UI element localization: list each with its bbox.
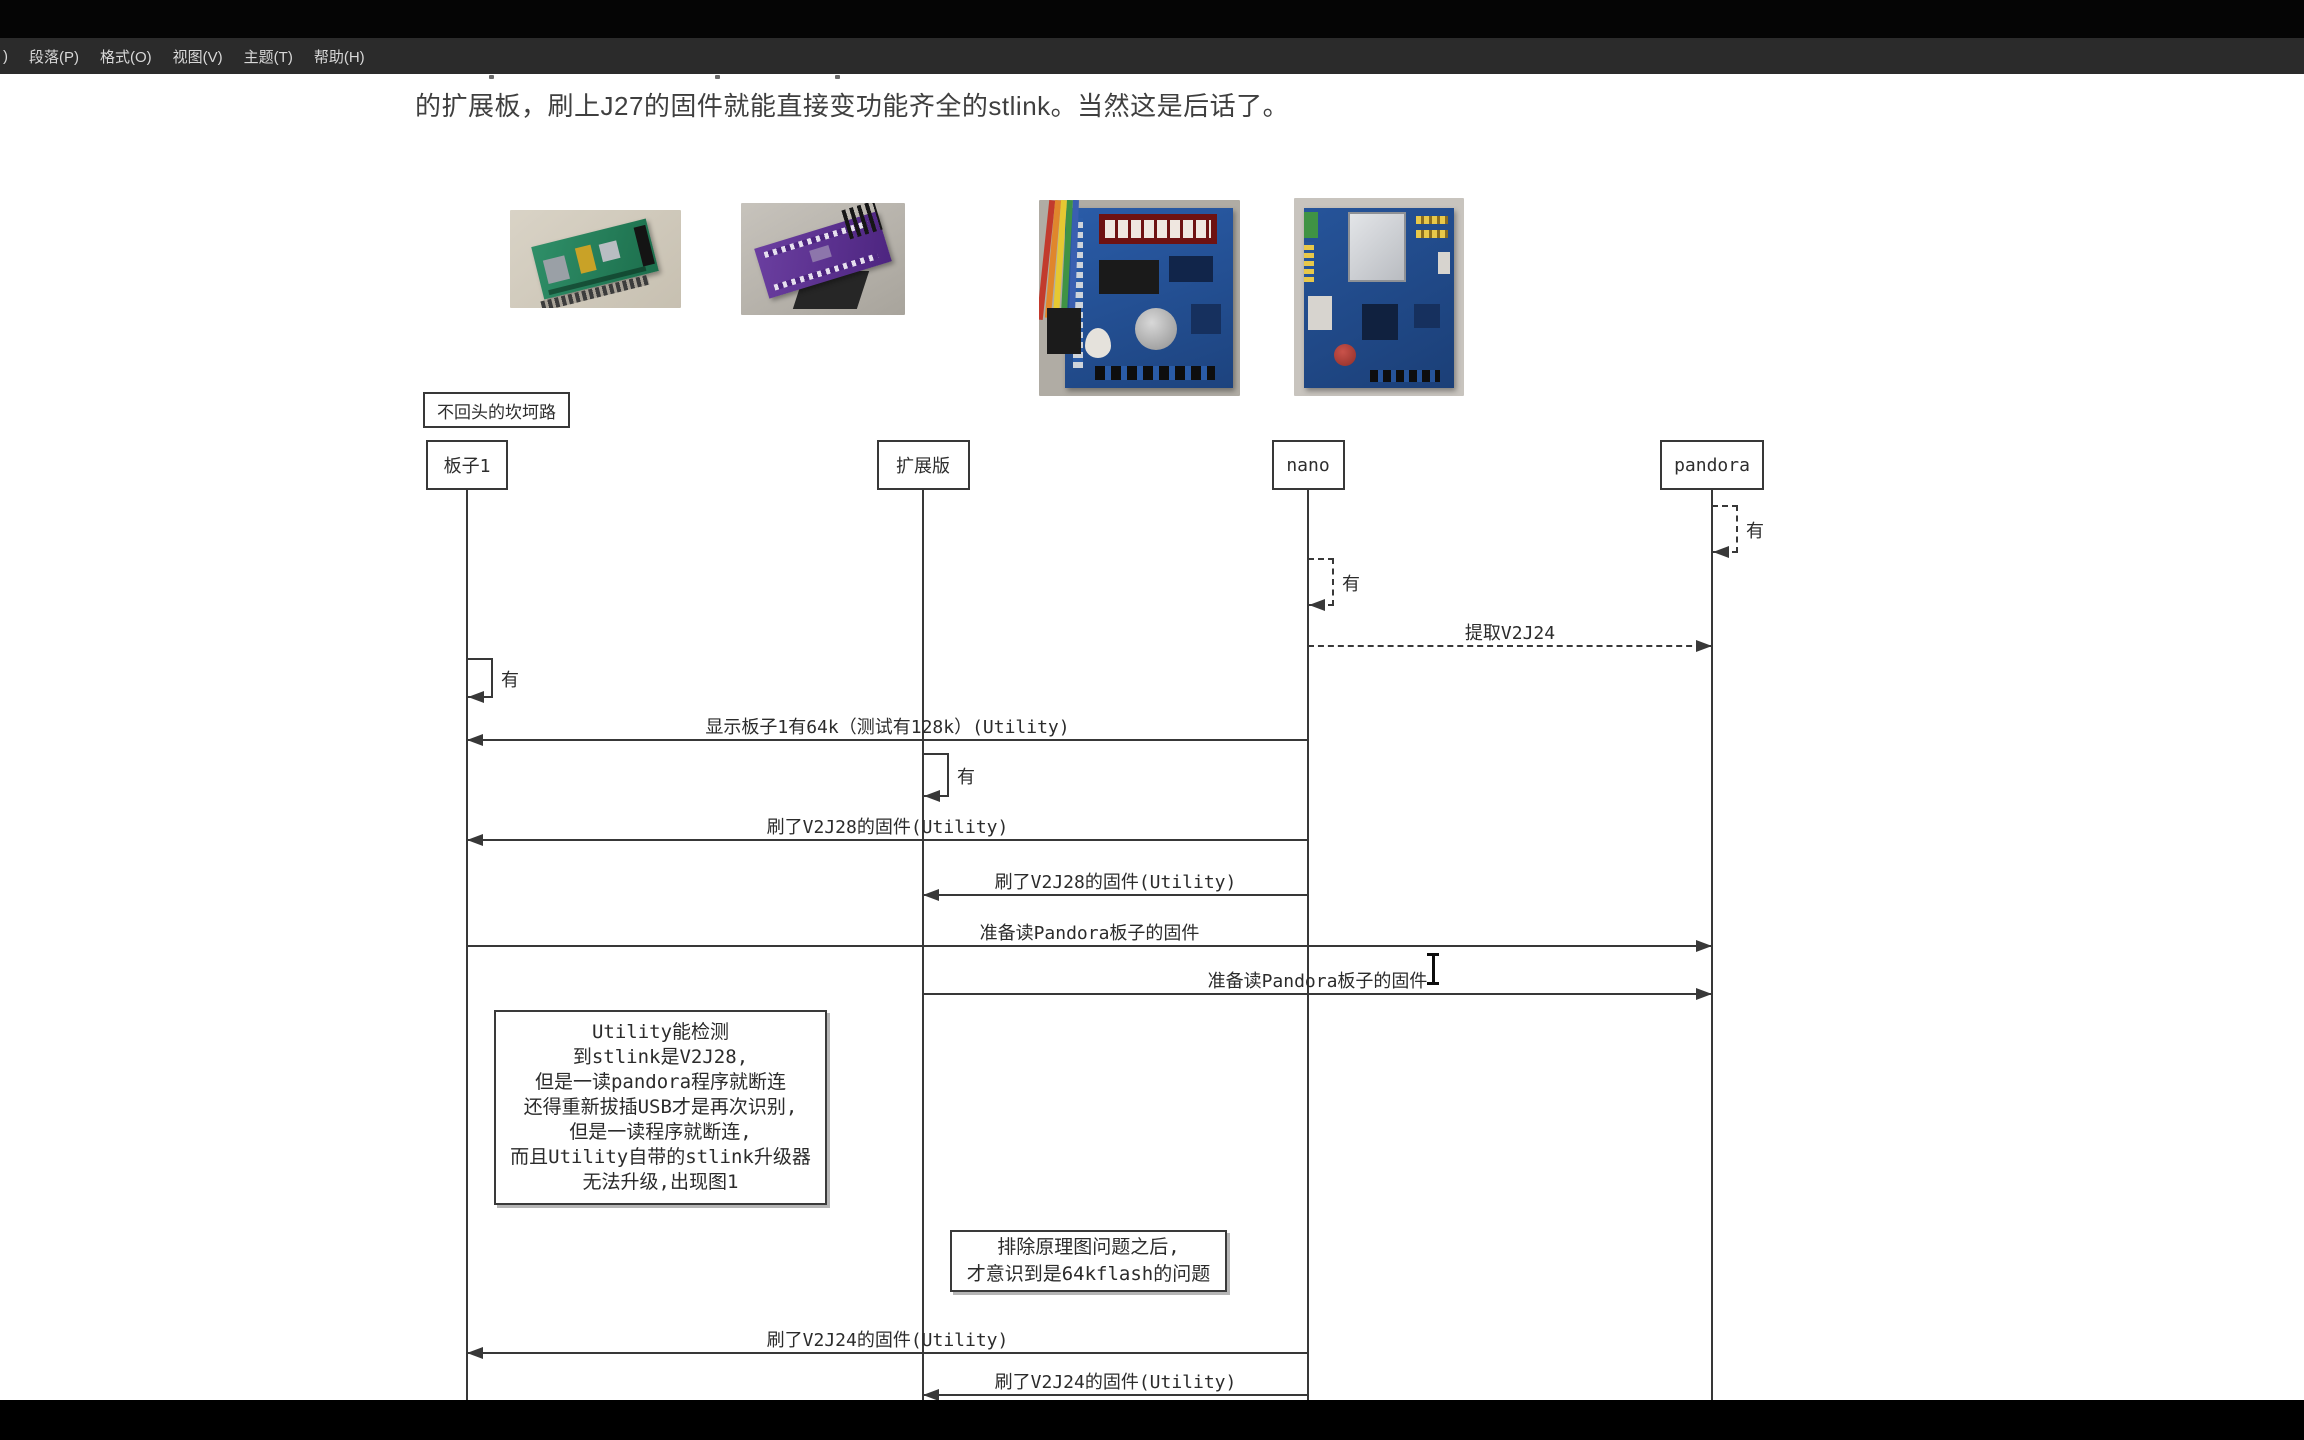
clipped-text-remnant: [489, 75, 494, 79]
arrowhead-left: [923, 1389, 939, 1401]
arrowhead-left: [924, 790, 940, 802]
lifeline-扩展版: [922, 486, 924, 1400]
note-line: 排除原理图问题之后,: [997, 1236, 1180, 1258]
note-line: 但是一读pandora程序就断连: [534, 1071, 787, 1093]
bottom-letterbox-bar: [0, 1400, 2304, 1440]
photo-green-board[interactable]: [510, 210, 681, 308]
self-message-label: 有: [957, 767, 975, 788]
clipped-text-remnant: [715, 75, 720, 79]
note-line: 而且Utility自带的stlink升级器: [510, 1146, 811, 1168]
clipped-text-remnant: [835, 75, 840, 79]
message-line: [467, 1352, 1308, 1354]
participant-nano: nano: [1271, 440, 1345, 490]
note-line: 到stlink是V2J28,: [572, 1046, 749, 1068]
message-label: 显示板子1有64k（测试有128k）(Utility): [705, 717, 1070, 738]
self-message-label: 有: [1746, 521, 1764, 542]
menu-item-1[interactable]: 段落(P): [29, 48, 79, 66]
arrowhead-left: [468, 691, 484, 703]
message-line: [467, 945, 1712, 947]
message-line: [923, 993, 1712, 995]
document-canvas[interactable]: 的扩展板，刷上J27的固件就能直接变功能齐全的stlink。当然这是后话了。: [0, 74, 2304, 1401]
text-cursor: [1426, 952, 1440, 986]
note-line: 但是一读程序就断连,: [569, 1121, 752, 1143]
self-message-label: 有: [501, 670, 519, 691]
participant-扩展版: 扩展版: [876, 440, 970, 490]
message-label: 准备读Pandora板子的固件: [979, 923, 1200, 944]
participant-板子1: 板子1: [426, 440, 508, 490]
arrowhead-left: [1713, 546, 1729, 558]
message-label: 刷了V2J24的固件(Utility): [994, 1372, 1237, 1393]
paragraph-text[interactable]: 的扩展板，刷上J27的固件就能直接变功能齐全的stlink。当然这是后话了。: [415, 91, 1290, 121]
lifeline-pandora: [1711, 486, 1713, 1400]
lifeline-nano: [1307, 486, 1309, 1400]
arrowhead-left: [467, 834, 483, 846]
message-label: 准备读Pandora板子的固件: [1207, 971, 1428, 992]
menu-item-2[interactable]: 格式(O): [100, 48, 152, 66]
message-line: [923, 894, 1308, 896]
message-line: [467, 739, 1308, 741]
arrowhead-right: [1696, 940, 1712, 952]
message-line: [467, 839, 1308, 841]
diagram-title-box: 不回头的坎坷路: [423, 392, 570, 428]
note-box-1: Utility能检测到stlink是V2J28, 但是一读pandora程序就断连…: [494, 1010, 827, 1205]
message-label: 提取V2J24: [1464, 623, 1556, 644]
participant-pandora: pandora: [1660, 440, 1764, 490]
top-letterbox-bar: [0, 0, 2304, 38]
photo-pandora-board[interactable]: [1294, 198, 1464, 396]
menu-item-0[interactable]: ): [3, 47, 8, 65]
menu-item-3[interactable]: 视图(V): [172, 48, 223, 66]
note-line: 还得重新拔插USB才是再次识别,: [523, 1096, 798, 1118]
note-line: 才意识到是64kflash的问题: [966, 1263, 1211, 1285]
arrowhead-left: [467, 1347, 483, 1359]
message-label: 刷了V2J28的固件(Utility): [766, 817, 1009, 838]
note-line: 无法升级,出现图1: [582, 1171, 739, 1193]
photo-nano-board[interactable]: [1039, 200, 1240, 396]
self-message-label: 有: [1342, 574, 1360, 595]
message-line: [923, 1394, 1308, 1396]
note-box-2: 排除原理图问题之后, 才意识到是64kflash的问题: [950, 1230, 1227, 1292]
arrowhead-right: [1696, 640, 1712, 652]
menubar[interactable]: ) 段落(P) 格式(O) 视图(V) 主题(T) 帮助(H): [0, 38, 2304, 74]
arrowhead-right: [1696, 988, 1712, 1000]
arrowhead-left: [467, 734, 483, 746]
photo-purple-board[interactable]: [741, 203, 905, 315]
arrowhead-left: [1309, 599, 1325, 611]
message-label: 刷了V2J28的固件(Utility): [994, 872, 1237, 893]
lifeline-板子1: [466, 486, 468, 1400]
message-line: [1308, 645, 1712, 647]
message-label: 刷了V2J24的固件(Utility): [766, 1330, 1009, 1351]
note-line: Utility能检测: [591, 1021, 730, 1043]
menu-item-4[interactable]: 主题(T): [243, 48, 293, 66]
menu-item-5[interactable]: 帮助(H): [313, 48, 365, 66]
arrowhead-left: [923, 889, 939, 901]
